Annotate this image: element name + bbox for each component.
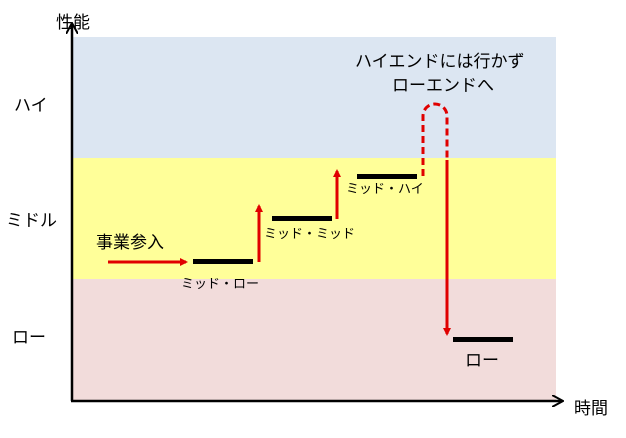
step-label-mid-low: ミッド・ロー [181,277,259,292]
note-line-2: ローエンドへ [392,76,494,96]
step-bar-low [453,337,513,342]
x-axis-label: 時間 [574,399,608,419]
step-label-mid-mid: ミッド・ミッド [264,227,355,242]
high-band [72,37,556,158]
entry-label: 事業参入 [96,233,164,253]
note-line-1: ハイエンドには行かず [355,52,525,72]
u-turn-dashed-path [421,102,449,176]
step-label-low: ロー [465,351,499,371]
step-bar-mid-mid [272,216,332,221]
level-high-label: ハイ [14,96,48,116]
step-bar-mid-low [193,259,253,264]
step-bar-mid-high [357,174,417,179]
y-axis-label: 性能 [56,13,90,33]
level-low-label: ロー [12,328,46,348]
step-label-mid-high: ミッド・ハイ [346,182,424,197]
level-middle-label: ミドル [6,211,57,231]
